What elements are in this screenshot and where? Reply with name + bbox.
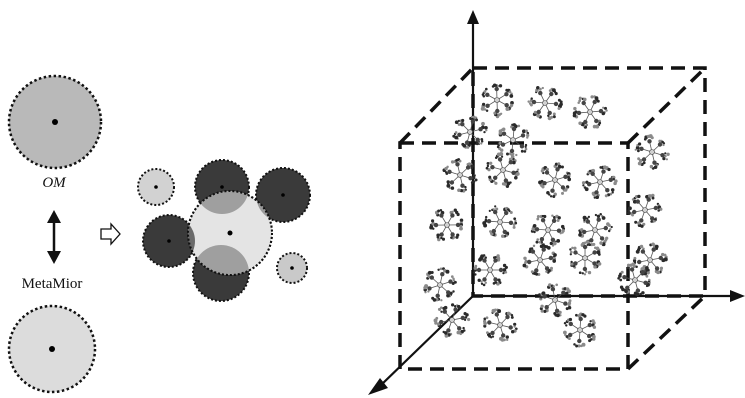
metamior-circle (9, 306, 95, 392)
fractal-cluster (531, 214, 565, 246)
om-circle (9, 76, 101, 168)
fractal-cluster (635, 134, 670, 170)
double-arrow (47, 210, 61, 264)
fractal-cluster (569, 240, 601, 275)
fractal-cluster (633, 243, 668, 278)
fractal-cluster (473, 254, 508, 286)
fractal-cluster (497, 123, 529, 156)
circle-cluster (138, 160, 310, 301)
om-label: OM (42, 175, 67, 191)
fractal-cluster (434, 303, 471, 337)
coordinate-axes (368, 10, 745, 395)
fractal-cluster (617, 262, 650, 296)
fractal-cluster (486, 152, 520, 188)
fractal-cluster (483, 308, 518, 341)
fractal-cluster (538, 283, 571, 317)
fractal-cluster (582, 165, 618, 199)
fractal-cluster (627, 194, 662, 228)
fractal-clusters (423, 84, 669, 348)
fractal-cluster (578, 213, 613, 246)
metamior-label: MetaMior (22, 276, 83, 292)
fractal-cluster (523, 243, 557, 275)
fractal-cluster (573, 95, 608, 128)
fractal-cluster (481, 84, 514, 119)
fractal-cluster (482, 205, 517, 238)
left-panel: OM MetaMior (9, 76, 120, 392)
fractal-cluster (563, 313, 596, 348)
fractal-cluster (538, 162, 571, 198)
fractal-cluster (527, 86, 562, 120)
hollow-right-arrow (101, 224, 120, 244)
fractal-cluster (423, 267, 457, 301)
fractal-cluster (429, 209, 463, 242)
